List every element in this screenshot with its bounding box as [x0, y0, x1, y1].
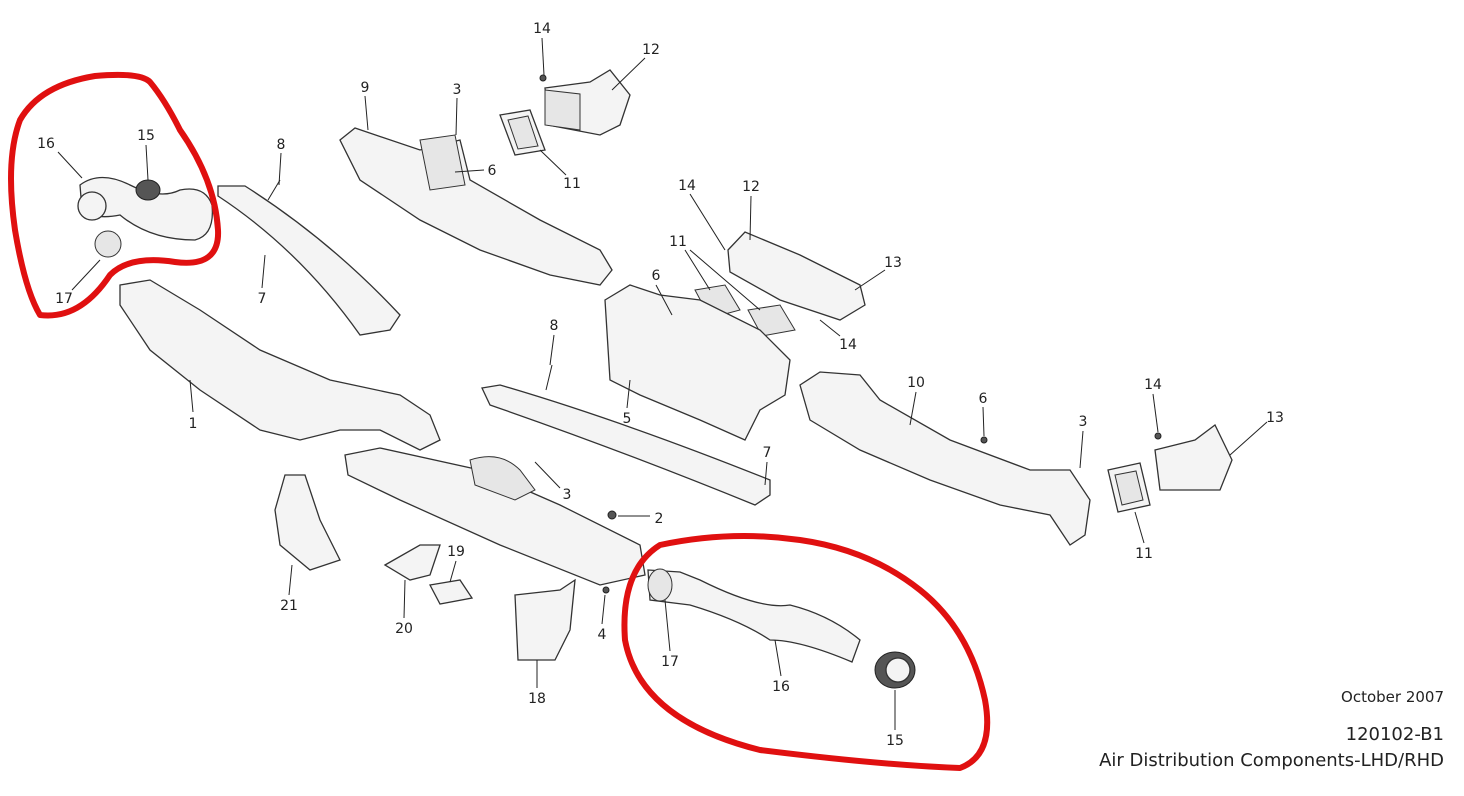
callout-14: 14	[1144, 377, 1162, 393]
callout-11: 11	[563, 176, 581, 192]
part-1-left-duct	[119, 279, 441, 451]
callout-6: 6	[488, 163, 497, 179]
callout-3: 3	[453, 82, 462, 98]
part-19-clip	[429, 579, 474, 605]
callout-7: 7	[258, 291, 267, 307]
revision-date: October 2007	[1341, 688, 1444, 706]
fasteners	[267, 74, 1162, 594]
callout-1: 1	[189, 416, 198, 432]
part-5-center-housing	[604, 284, 791, 441]
part-12-center-vent	[727, 231, 866, 321]
part-21-bracket	[274, 474, 341, 571]
callout-2: 2	[655, 511, 664, 527]
part-9-left-duct	[339, 127, 613, 286]
callout-10: 10	[907, 375, 925, 391]
callout-11: 11	[669, 234, 687, 250]
callout-15: 15	[886, 733, 904, 749]
callout-17: 17	[661, 654, 679, 670]
callout-6: 6	[979, 391, 988, 407]
callout-16: 16	[37, 136, 55, 152]
diagram-title: Air Distribution Components-LHD/RHD	[1099, 750, 1444, 771]
callout-17: 17	[55, 291, 73, 307]
callout-12: 12	[742, 179, 760, 195]
part-11-top-seal	[499, 109, 546, 156]
callout-20: 20	[395, 621, 413, 637]
callout-13: 13	[1266, 410, 1284, 426]
callout-8: 8	[277, 137, 286, 153]
callout-16: 16	[772, 679, 790, 695]
diagram-code: 120102-B1	[1345, 724, 1444, 745]
highlight-circle-left	[8, 71, 222, 319]
part-18-duct	[514, 578, 576, 661]
callout-6: 6	[652, 268, 661, 284]
callout-3: 3	[1079, 414, 1088, 430]
part-10-right-duct	[799, 371, 1091, 546]
callout-15: 15	[137, 128, 155, 144]
part-12-top-vent	[544, 69, 631, 136]
callout-14: 14	[839, 337, 857, 353]
callout-7: 7	[763, 445, 772, 461]
callout-13: 13	[884, 255, 902, 271]
callout-12: 12	[642, 42, 660, 58]
callout-14: 14	[533, 21, 551, 37]
highlight-circle-right	[621, 533, 991, 771]
callout-11: 11	[1135, 546, 1153, 562]
callout-9: 9	[361, 80, 370, 96]
part-20-bracket	[383, 544, 441, 581]
part-7-lower-strip	[481, 384, 771, 506]
part-11-right-seal	[1107, 462, 1151, 513]
callout-5: 5	[623, 411, 632, 427]
callout-labels: 14 12 9 3 16 15 8 6 11 14 12 11 13 7 17 …	[37, 21, 1284, 749]
callout-3: 3	[563, 487, 572, 503]
part-7-upper-strip	[217, 185, 401, 336]
callout-4: 4	[598, 627, 607, 643]
part-16-right-hose	[647, 568, 916, 689]
callout-8: 8	[550, 318, 559, 334]
callout-18: 18	[528, 691, 546, 707]
leader-lines	[57, 37, 1268, 730]
part-16-left-hose	[77, 176, 214, 258]
callout-14: 14	[678, 178, 696, 194]
part-13-right-vent	[1154, 424, 1233, 491]
callout-21: 21	[280, 598, 298, 614]
callout-19: 19	[447, 544, 465, 560]
part-lower-center-duct	[344, 447, 646, 586]
